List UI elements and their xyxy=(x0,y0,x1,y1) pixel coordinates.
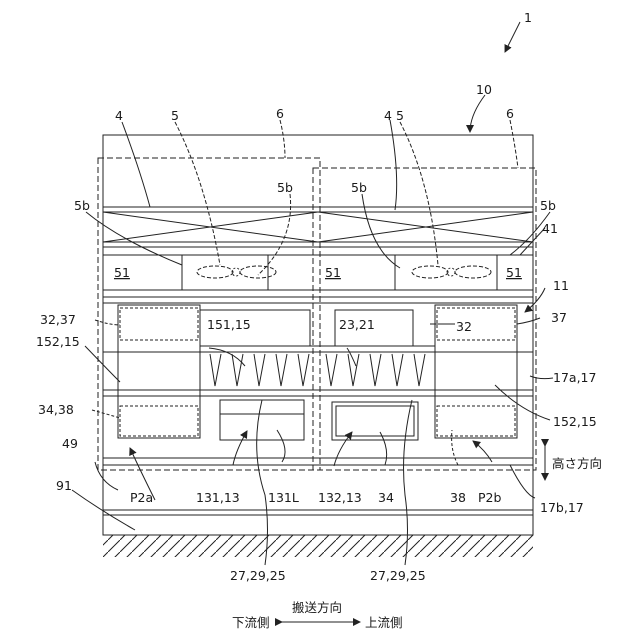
label-10: 10 xyxy=(476,82,492,97)
label-upstream: 上流側 xyxy=(365,615,403,630)
label-6-left: 6 xyxy=(276,106,284,121)
label-5-left: 5 xyxy=(171,108,179,123)
filter-band xyxy=(103,207,533,247)
fan-left xyxy=(197,266,233,278)
label-27-29-25-left: 27,29,25 xyxy=(230,568,286,583)
left-section-dashed xyxy=(98,158,320,470)
housing-outline xyxy=(103,135,533,535)
label-fig: 1 xyxy=(524,10,532,25)
label-51-b: 51 xyxy=(325,265,341,280)
label-131L: 131L xyxy=(268,490,299,505)
label-5-right: 5 xyxy=(396,108,404,123)
label-5b-1: 5b xyxy=(74,198,90,213)
label-17a-17: 17a,17 xyxy=(553,370,596,385)
label-5b-3: 5b xyxy=(351,180,367,195)
nozzles-right xyxy=(326,354,425,386)
tray-132 xyxy=(332,402,418,440)
label-152-15-left: 152,15 xyxy=(36,334,80,349)
label-23-21: 23,21 xyxy=(339,317,375,332)
label-4-left: 4 xyxy=(115,108,123,123)
label-transport-direction: 搬送方向 xyxy=(292,600,342,615)
label-11: 11 xyxy=(553,278,569,293)
left-tall-block xyxy=(118,305,200,438)
label-151-15: 151,15 xyxy=(207,317,251,332)
label-17b-17: 17b,17 xyxy=(540,500,584,515)
label-4-right: 4 xyxy=(384,108,392,123)
tray-131 xyxy=(220,400,304,440)
label-6-right: 6 xyxy=(506,106,514,121)
nozzles-left xyxy=(210,354,309,386)
label-34: 34 xyxy=(378,490,394,505)
label-5b-4: 5b xyxy=(540,198,556,213)
label-downstream: 下流側 xyxy=(232,615,270,630)
right-tall-block xyxy=(435,305,517,438)
label-132-13: 132,13 xyxy=(318,490,362,505)
label-P2b: P2b xyxy=(478,490,501,505)
label-5b-2: 5b xyxy=(277,180,293,195)
label-41: 41 xyxy=(542,221,558,236)
label-51-c: 51 xyxy=(506,265,522,280)
label-P2a: P2a xyxy=(130,490,153,505)
label-27-29-25-right: 27,29,25 xyxy=(370,568,426,583)
label-34-38: 34,38 xyxy=(38,402,74,417)
fan-right xyxy=(412,266,448,278)
label-51-a: 51 xyxy=(114,265,130,280)
label-38: 38 xyxy=(450,490,466,505)
ground-hatch xyxy=(103,535,533,557)
label-49: 49 xyxy=(62,436,78,451)
label-32: 32 xyxy=(456,319,472,334)
label-152-15-right: 152,15 xyxy=(553,414,597,429)
label-91: 91 xyxy=(56,478,72,493)
label-131-13: 131,13 xyxy=(196,490,240,505)
label-37: 37 xyxy=(551,310,567,325)
label-32-37: 32,37 xyxy=(40,312,76,327)
label-height-direction: 高さ方向 xyxy=(552,456,602,471)
